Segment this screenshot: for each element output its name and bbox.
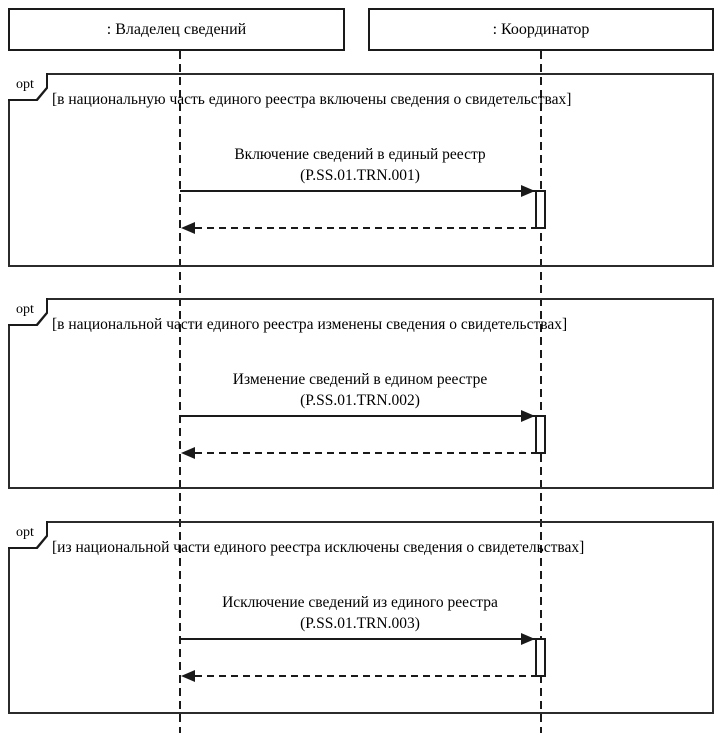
opt-operator-pentagon: opt: [8, 298, 48, 326]
opt-operator-pentagon: opt: [8, 73, 48, 101]
return-arrowhead-icon: [181, 447, 195, 459]
opt-fragment-3: opt [из национальной части единого реест…: [8, 521, 714, 714]
call-arrow-line: [180, 638, 535, 640]
message-text: Изменение сведений в едином реестре: [232, 371, 488, 388]
message-text: Включение сведений в единый реестр: [234, 146, 486, 163]
return-arrow-line: [195, 452, 535, 454]
actor-owner-box: : Владелец сведений: [8, 8, 345, 51]
guard-condition: [в национальную часть единого реестра вк…: [52, 91, 572, 108]
lifeline-coordinator: [540, 51, 542, 733]
return-arrow-line: [195, 227, 535, 229]
opt-fragment-2: opt [в национальной части единого реестр…: [8, 298, 714, 489]
call-arrowhead-icon: [521, 633, 535, 645]
actor-owner-label: : Владелец сведений: [106, 20, 247, 38]
call-arrowhead-icon: [521, 410, 535, 422]
guard-condition: [в национальной части единого реестра из…: [52, 316, 568, 333]
return-arrowhead-icon: [181, 222, 195, 234]
opt-operator-pentagon: opt: [8, 521, 48, 549]
call-arrowhead-icon: [521, 185, 535, 197]
message-label: Изменение сведений в едином реестре (P.S…: [110, 369, 610, 411]
activation-bar: [535, 415, 546, 454]
actor-coordinator-label: : Координатор: [492, 20, 590, 38]
return-arrowhead-icon: [181, 670, 195, 682]
activation-bar: [535, 638, 546, 677]
message-code: (P.SS.01.TRN.002): [300, 392, 420, 409]
message-text: Исключение сведений из единого реестра: [222, 594, 498, 611]
return-arrow-line: [195, 675, 535, 677]
call-arrow-line: [180, 415, 535, 417]
opt-operator-label: opt: [8, 521, 46, 547]
actor-coordinator-box: : Координатор: [368, 8, 714, 51]
message-label: Включение сведений в единый реестр (P.SS…: [110, 144, 610, 186]
guard-condition: [из национальной части единого реестра и…: [52, 539, 585, 556]
activation-bar: [535, 190, 546, 229]
message-code: (P.SS.01.TRN.003): [300, 615, 420, 632]
opt-operator-label: opt: [8, 73, 46, 99]
message-code: (P.SS.01.TRN.001): [300, 167, 420, 184]
opt-operator-label: opt: [8, 298, 46, 324]
message-label: Исключение сведений из единого реестра (…: [110, 592, 610, 634]
opt-fragment-1: opt [в национальную часть единого реестр…: [8, 73, 714, 267]
call-arrow-line: [180, 190, 535, 192]
lifeline-owner: [179, 51, 181, 733]
